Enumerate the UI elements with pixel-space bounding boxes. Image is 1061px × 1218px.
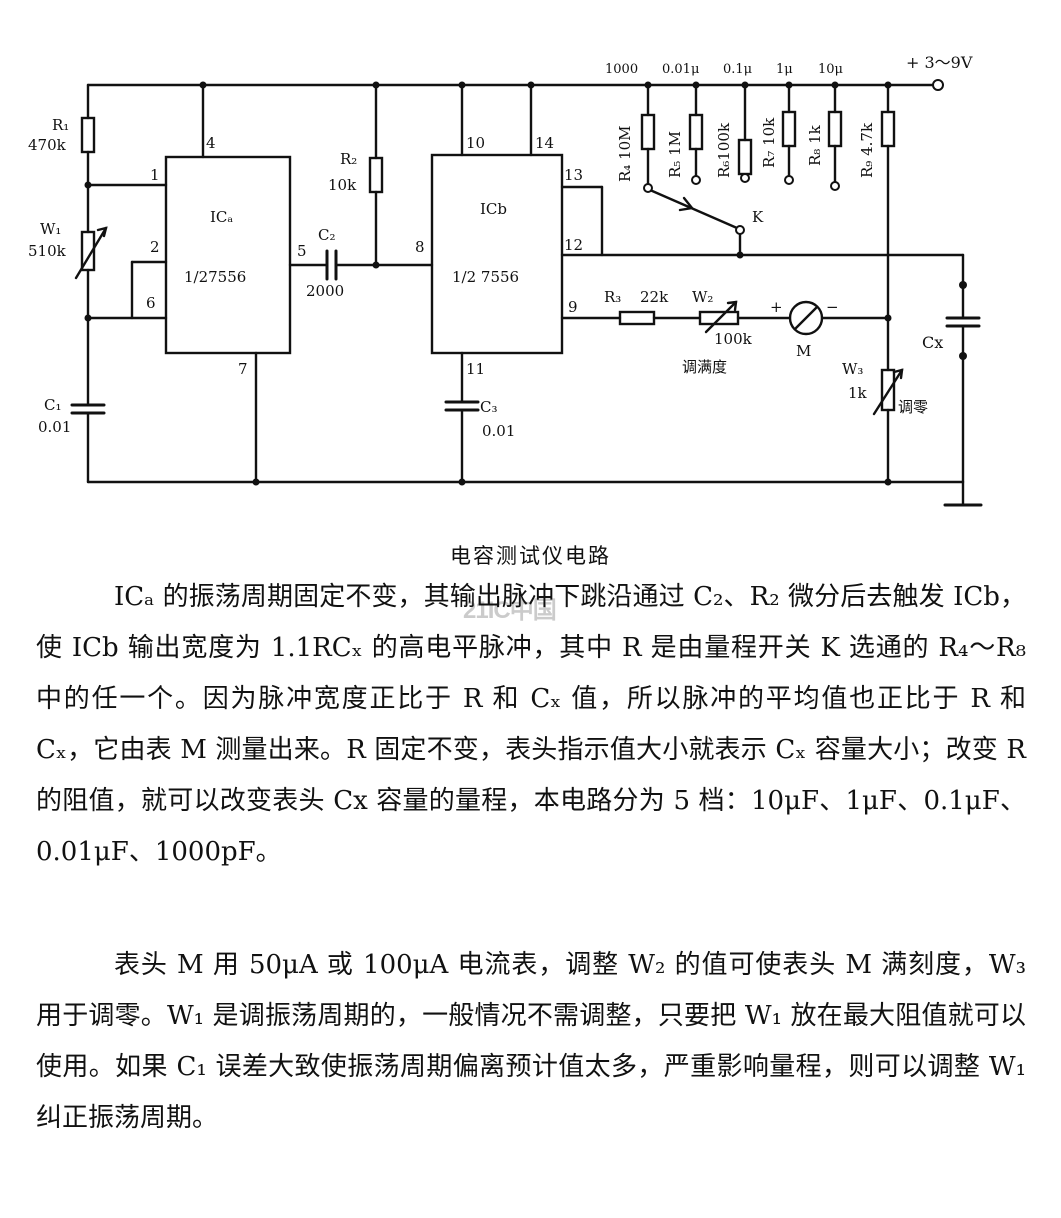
icb-pin-13: 13	[564, 166, 583, 184]
switch-k-label: K	[752, 208, 764, 226]
r4-resistor	[640, 113, 656, 151]
watermark-logo: 21IC中国	[463, 597, 557, 624]
ica-name: ICₐ	[210, 208, 233, 226]
r9-resistor	[880, 110, 896, 148]
paragraph-2: 表头 M 用 50μA 或 100μA 电流表，调整 W₂ 的值可使表头 M 满…	[36, 950, 1026, 1133]
r8-label: R₈ 1k	[806, 124, 824, 166]
w1-name: W₁	[40, 220, 61, 238]
ica-pin-4: 4	[206, 134, 216, 152]
r2-value: 10k	[328, 176, 357, 194]
meter-name: M	[796, 342, 811, 360]
icb-part: 1/2 7556	[452, 268, 519, 286]
icb-pin-8: 8	[415, 238, 425, 256]
r5-label: R₅ 1M	[666, 131, 684, 178]
c3-name: C₃	[480, 398, 498, 416]
switch-k-arm	[648, 188, 739, 230]
r2-name: R₂	[340, 150, 357, 168]
range-cap-label-1: 1μ	[776, 62, 793, 77]
c1-name: C₁	[44, 396, 62, 414]
r8-resistor	[827, 110, 843, 148]
icb-pin-9: 9	[568, 298, 578, 316]
range-cap-label-001: 0.01μ	[662, 62, 699, 77]
r6-resistor	[737, 138, 753, 176]
r5-resistor	[688, 113, 704, 151]
r9-label: R₉ 4.7k	[858, 122, 876, 178]
ica-part: 1/27556	[184, 268, 246, 286]
icb-pin-14: 14	[535, 134, 554, 152]
figure-caption: 电容测试仪电路	[450, 544, 611, 568]
range-cap-label-1000: 1000	[605, 62, 638, 77]
r6-label: R₆100k	[715, 122, 733, 178]
icb-chip	[430, 153, 564, 355]
r7-resistor	[781, 110, 797, 148]
r1-name: R₁	[52, 116, 69, 134]
range-cap-label-01: 0.1μ	[723, 62, 752, 77]
r3-value: 22k	[640, 288, 669, 306]
r4-label: R₄ 10M	[616, 125, 634, 182]
range-cap-label-10: 10μ	[818, 62, 843, 77]
w3-name: W₃	[842, 360, 863, 378]
r3-name: R₃	[604, 288, 621, 306]
r2-resistor	[368, 156, 384, 194]
icb-name: ICb	[480, 200, 507, 218]
meter-plus: +	[770, 298, 783, 316]
w2-value: 100k	[714, 330, 753, 348]
c2-name: C₂	[318, 226, 336, 244]
paragraph-1: ICₐ 的振荡周期固定不变，其输出脉冲下跳沿通过 C₂、R₂ 微分后去触发 IC…	[36, 582, 1026, 867]
w2-note: 调满度	[682, 358, 727, 376]
w3-value: 1k	[848, 384, 868, 402]
capacitance-tester-circuit-diagram: + 3～9V 1000 0.01μ 0.1μ 1μ 10μ R₁ 470k W₁…	[28, 53, 983, 507]
r3-resistor	[618, 310, 656, 326]
r1-value: 470k	[28, 136, 67, 154]
c1-value: 0.01	[38, 418, 71, 436]
c3-value: 0.01	[482, 422, 515, 440]
cx-label: Cx	[922, 333, 943, 352]
w2-name: W₂	[692, 288, 713, 306]
ica-pin-2: 2	[150, 238, 160, 256]
icb-pin-10: 10	[466, 134, 485, 152]
w1-value: 510k	[28, 242, 67, 260]
meter-minus: −	[826, 298, 839, 316]
ica-pin-6: 6	[146, 294, 156, 312]
w3-note: 调零	[898, 398, 928, 416]
r1-resistor	[80, 116, 96, 154]
icb-pin-11: 11	[466, 360, 485, 378]
supply-label: + 3～9V	[906, 53, 973, 72]
c2-value: 2000	[306, 282, 344, 300]
ica-pin-1: 1	[150, 166, 160, 184]
ica-pin-7: 7	[238, 360, 248, 378]
icb-pin-12: 12	[564, 236, 583, 254]
ica-chip	[164, 155, 292, 355]
ica-pin-5: 5	[297, 242, 307, 260]
r7-label: R₇ 10k	[760, 117, 778, 168]
